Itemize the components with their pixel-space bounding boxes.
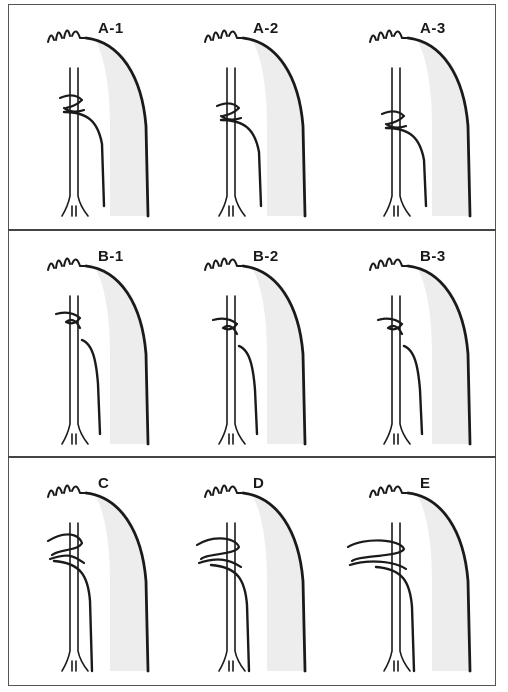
roots-squiggle (48, 30, 86, 42)
roots-squiggle (205, 258, 243, 270)
tissue-shading (96, 497, 146, 671)
nerve-crossing (382, 111, 406, 127)
panel-e: E (340, 461, 500, 683)
tissue-shading (96, 270, 146, 444)
central-duct (384, 523, 410, 671)
panel-drawing (340, 234, 500, 456)
panel-b-1: B-1 (18, 234, 178, 456)
central-duct (219, 68, 245, 216)
panel-label: A-3 (420, 20, 446, 37)
central-duct (62, 68, 88, 216)
panel-label: B-2 (253, 248, 279, 265)
panel-a-2: A-2 (175, 6, 335, 228)
central-duct (62, 523, 88, 671)
inner-nerve-line (82, 340, 100, 434)
roots-squiggle (48, 258, 86, 270)
inner-nerve-line (376, 567, 414, 671)
nerve-crossing (217, 103, 241, 119)
panel-drawing (175, 461, 335, 683)
inner-nerve-line (404, 346, 422, 434)
row-divider-a-b (8, 229, 496, 231)
inner-nerve-line (54, 561, 92, 671)
roots-squiggle (370, 258, 408, 270)
inner-nerve-line (239, 346, 257, 434)
roots-squiggle (370, 485, 408, 497)
panel-d: D (175, 461, 335, 683)
inner-nerve-line (211, 565, 249, 671)
panel-b-3: B-3 (340, 234, 500, 456)
panel-c: C (18, 461, 178, 683)
roots-squiggle (205, 30, 243, 42)
panel-label: B-1 (98, 248, 124, 265)
tissue-shading (418, 270, 468, 444)
panel-label: A-2 (253, 20, 279, 37)
panel-label: C (98, 475, 109, 492)
panel-a-3: A-3 (340, 6, 500, 228)
central-duct (219, 523, 245, 671)
nerve-crossing (56, 313, 80, 328)
panel-drawing (340, 461, 500, 683)
roots-squiggle (48, 485, 86, 497)
panel-a-1: A-1 (18, 6, 178, 228)
panel-b-2: B-2 (175, 234, 335, 456)
panel-label: D (253, 475, 264, 492)
central-duct (62, 296, 88, 444)
panel-drawing (18, 234, 178, 456)
roots-squiggle (370, 30, 408, 42)
panel-label: E (420, 475, 431, 492)
central-duct (384, 68, 410, 216)
panel-drawing (18, 461, 178, 683)
panel-drawing (175, 6, 335, 228)
nerve-crossing (378, 319, 402, 334)
nerve-crossing (213, 319, 237, 334)
tissue-shading (253, 270, 303, 444)
tissue-shading (418, 497, 468, 671)
roots-squiggle (205, 485, 243, 497)
nerve-crossing (348, 540, 406, 569)
tissue-shading (253, 497, 303, 671)
panel-label: B-3 (420, 248, 446, 265)
panel-drawing (175, 234, 335, 456)
panel-drawing (18, 6, 178, 228)
panel-label: A-1 (98, 20, 124, 37)
nerve-crossing (60, 95, 84, 111)
row-divider-b-c (8, 456, 496, 458)
panel-drawing (340, 6, 500, 228)
